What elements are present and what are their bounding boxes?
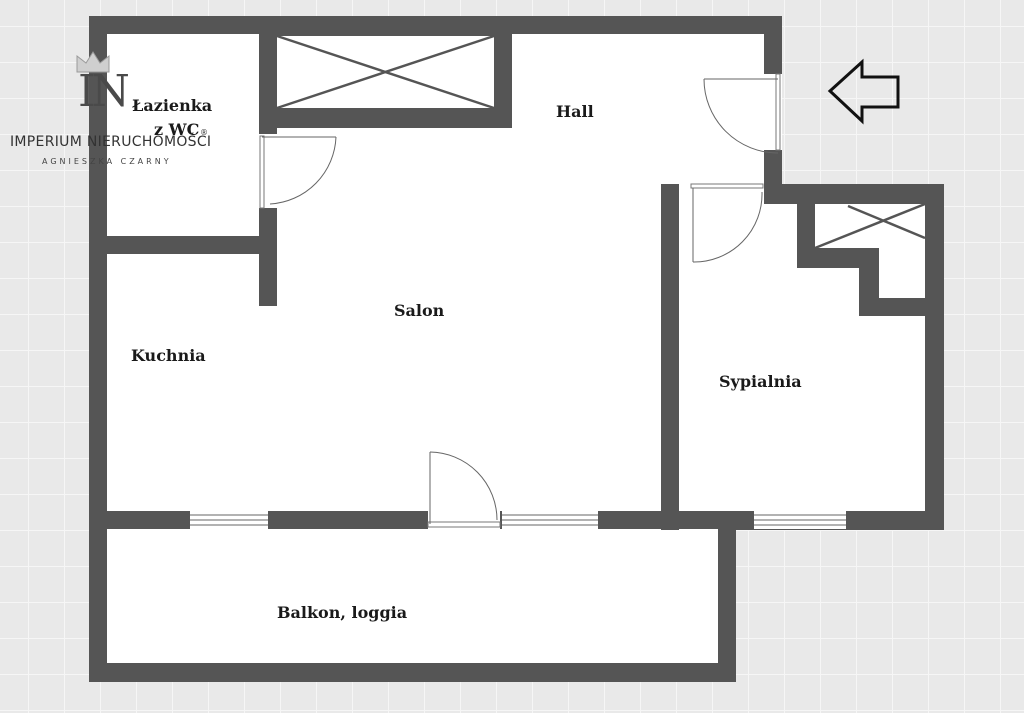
- wall-bathroom-kitchen: [107, 236, 277, 254]
- bedroom-door-opening: [679, 184, 764, 204]
- room-label-bathroom-wc: z WC: [154, 122, 199, 138]
- room-label-kitchen: Kuchnia: [131, 346, 206, 365]
- window-bedroom: [754, 511, 846, 529]
- floor-kitchen: [107, 254, 278, 511]
- wall-salon-bedroom: [661, 184, 679, 530]
- room-label-salon: Salon: [394, 301, 445, 320]
- room-label-bedroom: Sypialnia: [719, 372, 802, 391]
- logo-name: IMPERIUM NIERUCHOMOŚCI: [10, 134, 212, 150]
- room-label-bathroom-line2: z WC: [154, 120, 200, 139]
- agency-logo: IN IMPERIUM NIERUCHOMOŚCI ® AGNIESZKA CZ…: [0, 0, 220, 175]
- floor-balcony: [107, 529, 718, 663]
- room-label-balcony: Balkon, loggia: [277, 603, 408, 622]
- wall-bathroom-salon-lower: [259, 208, 277, 306]
- entrance-arrow-icon: [827, 58, 900, 125]
- room-label-bathroom: Łazienka: [132, 98, 212, 114]
- logo-registered-mark: ®: [200, 128, 208, 137]
- window-salon: [502, 511, 598, 529]
- wall-bathroom-salon-upper: [259, 34, 277, 134]
- floor-salon: [277, 128, 661, 511]
- logo-letters: IN: [78, 66, 130, 117]
- floor-bathroom: [107, 34, 259, 236]
- room-label-bathroom-line1: Łazienka: [132, 96, 213, 115]
- logo-crown-icon: [76, 51, 110, 73]
- window-kitchen: [190, 511, 268, 529]
- room-label-hall: Hall: [556, 102, 594, 121]
- logo-subtitle: AGNIESZKA CZARNY: [42, 157, 172, 166]
